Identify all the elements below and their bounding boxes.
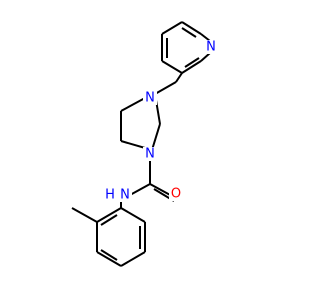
pyridine-ring [161,21,211,74]
atom-label-bg [118,188,132,202]
bond [100,214,118,226]
carboxamide [129,160,175,202]
bond [100,249,118,261]
atom-label-bg [103,188,117,202]
bond [181,27,197,38]
bond [96,251,122,267]
bond [200,52,211,62]
bond [181,60,202,74]
bond [149,183,173,197]
amide-nitrogen-label: N [120,188,130,203]
piperazine-top-nitrogen-label: N [145,91,155,106]
atom-label-bg [204,40,218,54]
bond [175,72,183,83]
atom-label-bg [169,187,183,201]
carbonyl-oxygen-label: O [171,187,181,202]
tolyl-ring [96,207,146,267]
methylene-linker [154,72,183,95]
pyridine-nitrogen-label: N [206,40,216,55]
bond [71,207,98,223]
bond [120,251,146,267]
piperazine-bottom-nitrogen-label: N [145,147,155,162]
bond [120,207,146,223]
bond [181,21,202,35]
bond [151,123,161,151]
amide-hydrogen-label: H [105,188,115,203]
bond [120,97,146,112]
bond [200,33,211,42]
bond [154,81,177,95]
bond [129,183,151,196]
bond [96,207,122,223]
atom-label-bg [143,91,157,105]
molecule-canvas: N N N N H O [71,21,218,267]
bond [161,21,183,35]
bond [161,60,183,74]
bond [184,57,200,68]
structure-drawing: N N N N H O [71,21,218,267]
atom-label-bg [143,147,157,161]
atom-labels: N N N N H O [103,40,218,203]
